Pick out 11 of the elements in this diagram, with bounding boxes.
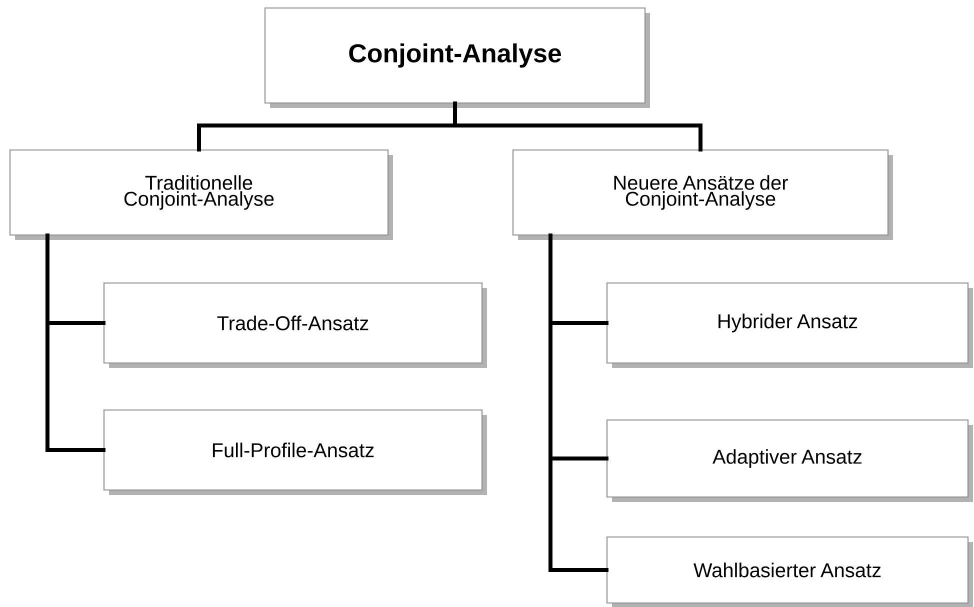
connector-line (548, 234, 608, 572)
tree-box: Full-Profile-Ansatz (103, 409, 487, 495)
tree-box: Neuere Ansätze der Conjoint-Analyse (512, 149, 894, 240)
tree-box: Adaptiver Ansatz (606, 419, 973, 502)
tree-box: Wahlbasierter Ansatz (606, 536, 973, 607)
tree-box: Traditionelle Conjoint-Analyse (9, 149, 393, 240)
tree-box: Trade-Off-Ansatz (103, 282, 487, 368)
connector-line (197, 102, 702, 152)
connector-line (45, 234, 106, 452)
tree-box: Conjoint-Analyse (264, 7, 650, 108)
tree-box: Hybrider Ansatz (606, 282, 973, 368)
